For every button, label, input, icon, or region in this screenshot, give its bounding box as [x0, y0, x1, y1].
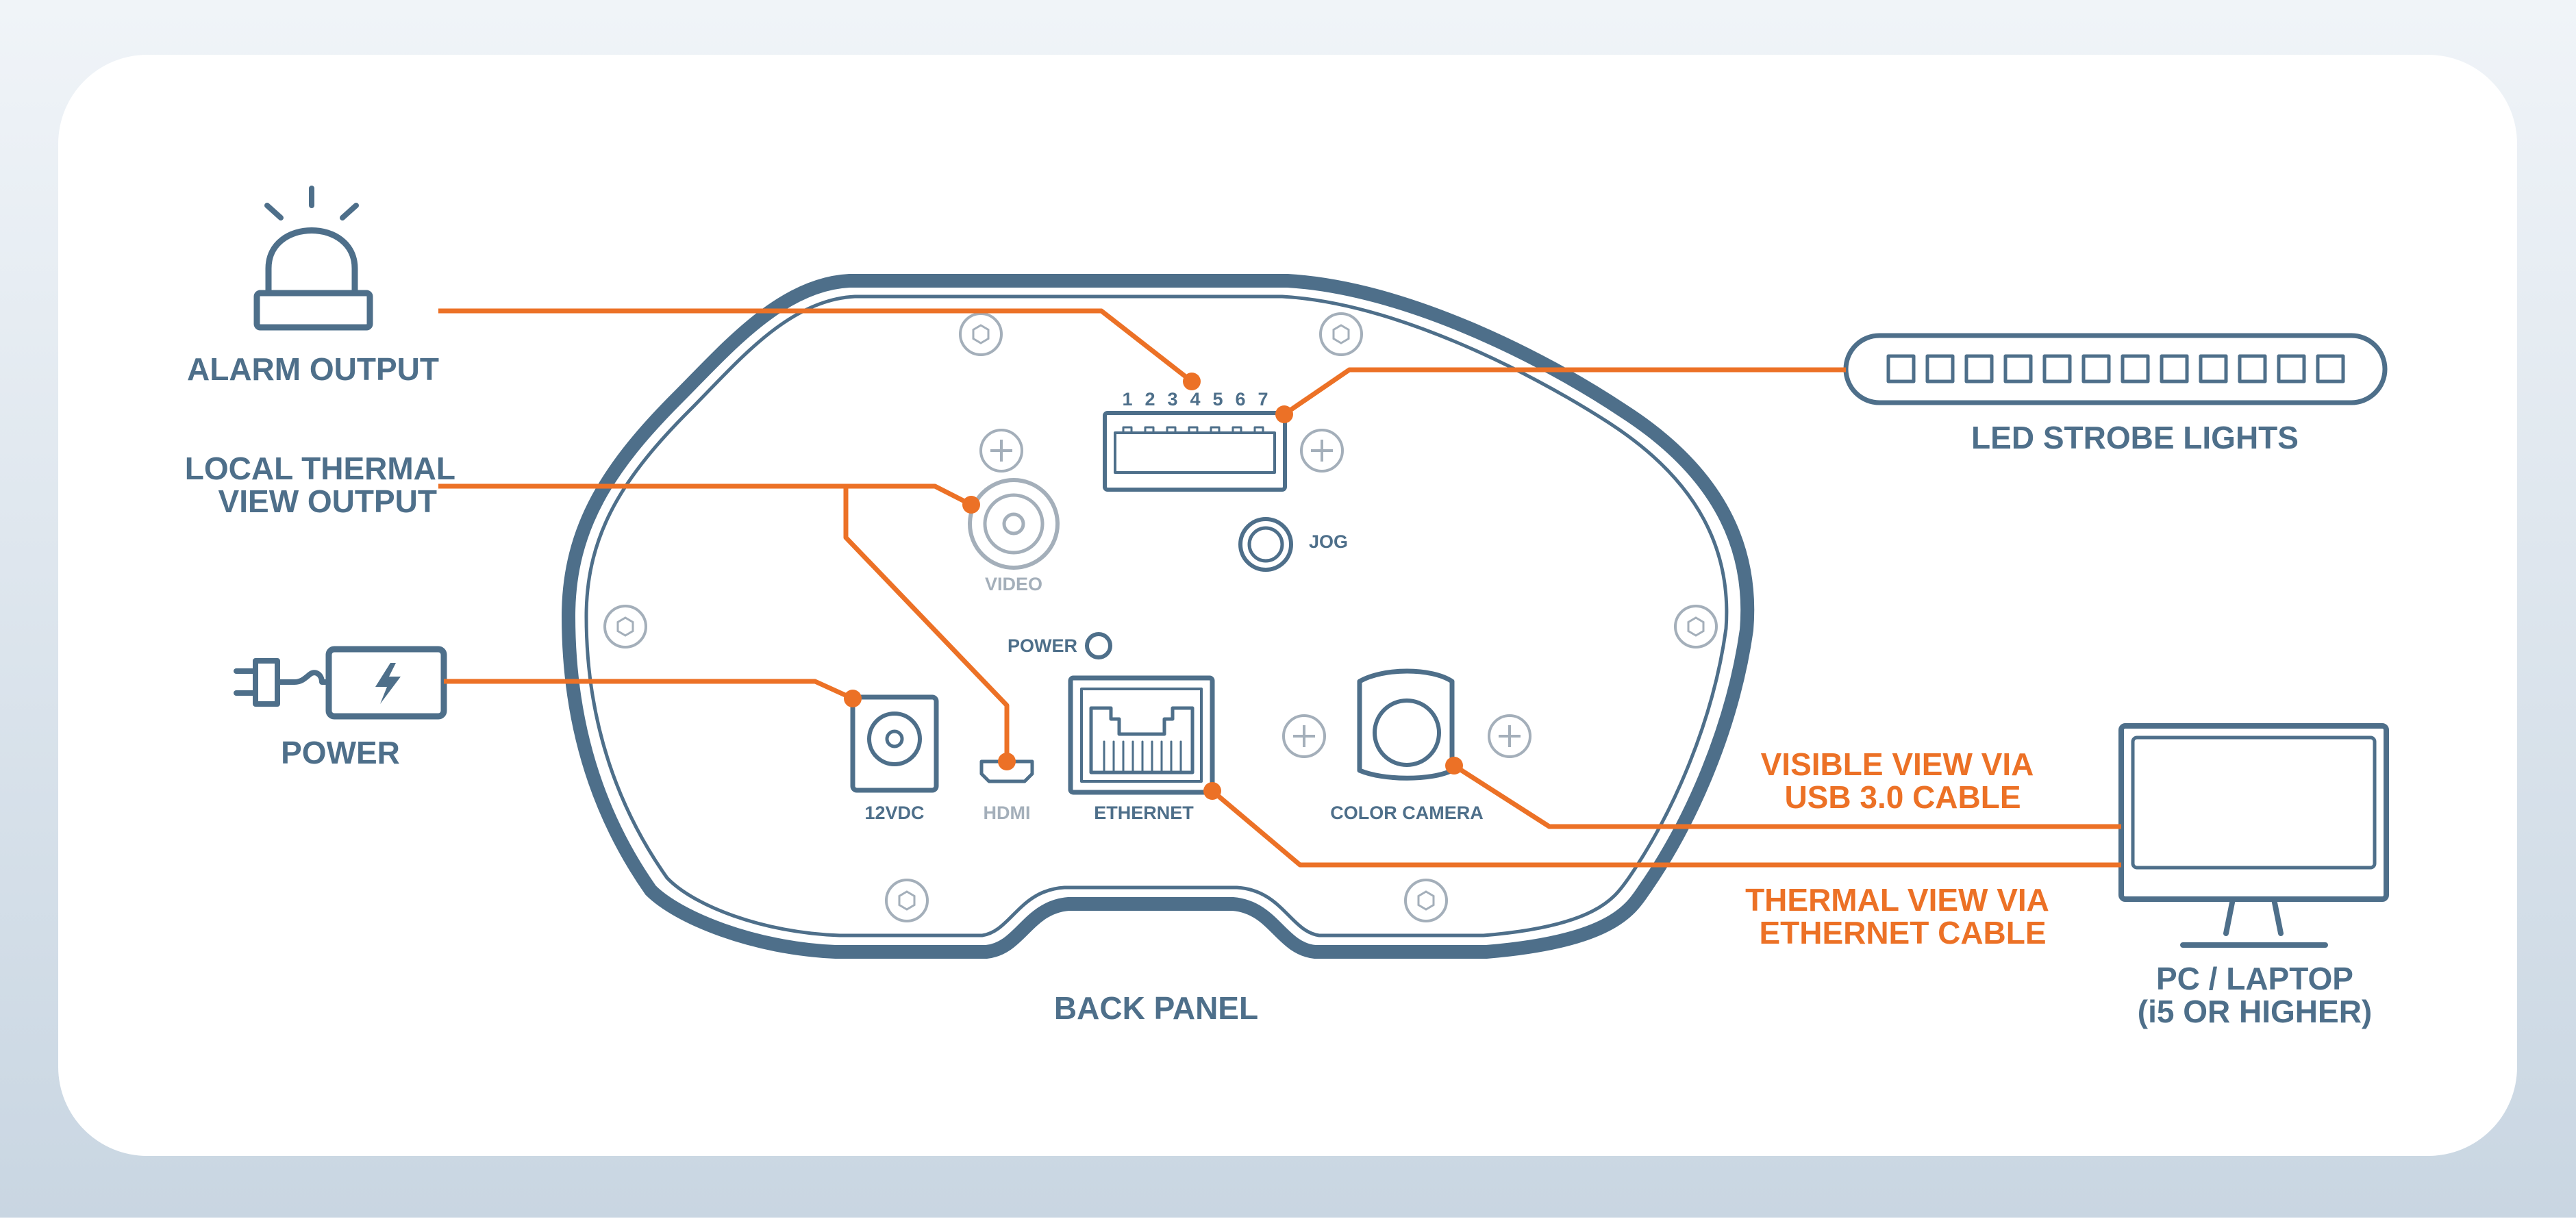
- power-wire: [444, 679, 854, 701]
- power-wire-endpoint: [844, 690, 862, 707]
- screw-icon: [1404, 879, 1448, 922]
- back-panel-label: BACK PANEL: [1054, 990, 1258, 1026]
- pin-number-label: 1: [1122, 389, 1132, 410]
- led-wire-endpoint: [1275, 405, 1293, 423]
- video-connector: VIDEO: [968, 478, 1060, 594]
- pin-number-label: 5: [1212, 389, 1223, 410]
- screw-icon: [603, 605, 647, 649]
- pin-number-label: 6: [1235, 389, 1245, 410]
- screw-icon: [1319, 312, 1363, 356]
- pc-label-line1: PC / LAPTOP: [2156, 961, 2353, 996]
- terminal-block: 1 2 3 4 5 6 7: [1103, 389, 1287, 492]
- plus-icon: [1488, 714, 1531, 758]
- ethernet-label: ETHERNET: [1094, 803, 1194, 823]
- jog-button: JOG: [1238, 517, 1348, 572]
- color-camera-label: COLOR CAMERA: [1330, 803, 1484, 823]
- panel-screws: [603, 312, 1718, 922]
- hdmi-wire: [843, 486, 1010, 761]
- local-thermal-label-line2: VIEW OUTPUT: [218, 483, 437, 519]
- pin-number-label: 3: [1167, 389, 1177, 410]
- wiring: [438, 308, 2121, 868]
- led-cells: [1886, 354, 2345, 383]
- power-indicator: POWER: [1008, 632, 1112, 659]
- hdmi-port: HDMI: [979, 759, 1034, 823]
- power-label: POWER: [281, 735, 400, 770]
- thermal-view-label-line2: ETHERNET CABLE: [1759, 915, 2046, 951]
- ethernet-wire-endpoint: [1203, 782, 1221, 800]
- dc-power-jack: 12VDC: [850, 694, 939, 823]
- plus-icon: [1282, 714, 1326, 758]
- video-wire: [438, 483, 973, 507]
- hdmi-label: HDMI: [984, 803, 1031, 823]
- ethernet-port: ETHERNET: [1068, 675, 1215, 823]
- led-strobe-label: LED STROBE LIGHTS: [1971, 420, 2299, 455]
- color-camera-port: COLOR CAMERA: [1330, 668, 1484, 823]
- alarm-beacon-icon: ALARM OUTPUT: [187, 186, 439, 387]
- content-card: [58, 55, 2517, 1156]
- pin-number-label: 4: [1190, 389, 1200, 410]
- pin-number-label: 7: [1258, 389, 1268, 410]
- monitor-icon: PC / LAPTOP (i5 OR HIGHER): [2118, 723, 2389, 1029]
- visible-view-label-line2: USB 3.0 CABLE: [1784, 779, 2021, 815]
- screw-icon: [885, 879, 929, 922]
- hdmi-wire-endpoint: [998, 753, 1016, 770]
- plus-icon: [1300, 429, 1344, 473]
- local-thermal-output: LOCAL THERMAL VIEW OUTPUT: [185, 451, 455, 519]
- back-panel-housing: [562, 274, 1755, 959]
- terminal-pin-numbers: 1 2 3 4 5 6 7: [1122, 389, 1268, 410]
- led-strobe-wire: [1283, 367, 1846, 416]
- screw-icon: [1674, 605, 1718, 649]
- alarm-output-label: ALARM OUTPUT: [187, 351, 439, 387]
- led-strobe-bar-icon: LED STROBE LIGHTS: [1843, 333, 2388, 455]
- video-wire-endpoint: [962, 496, 980, 514]
- ethernet-wire: [1210, 789, 2121, 868]
- usb-wire-endpoint: [1445, 757, 1463, 775]
- pc-label-line2: (i5 OR HIGHER): [2138, 994, 2372, 1029]
- jog-label: JOG: [1309, 531, 1348, 552]
- cable-labels: VISIBLE VIEW VIA USB 3.0 CABLE THERMAL V…: [1745, 746, 2049, 951]
- alarm-wire-endpoint: [1183, 373, 1201, 390]
- alarm-wire: [438, 308, 1194, 383]
- plus-icon: [979, 429, 1023, 473]
- local-thermal-label-line1: LOCAL THERMAL: [185, 451, 455, 486]
- power-led-label: POWER: [1008, 635, 1077, 656]
- visible-view-label-line1: VISIBLE VIEW VIA: [1761, 746, 2034, 782]
- pin-number-label: 2: [1145, 389, 1155, 410]
- dc-input-label: 12VDC: [864, 803, 924, 823]
- video-label: VIDEO: [985, 574, 1042, 594]
- thermal-view-label-line1: THERMAL VIEW VIA: [1745, 882, 2049, 918]
- screw-icon: [959, 312, 1003, 356]
- usb-wire: [1453, 764, 2121, 829]
- lightning-bolt-icon: [375, 663, 401, 704]
- mount-points: [979, 429, 1531, 758]
